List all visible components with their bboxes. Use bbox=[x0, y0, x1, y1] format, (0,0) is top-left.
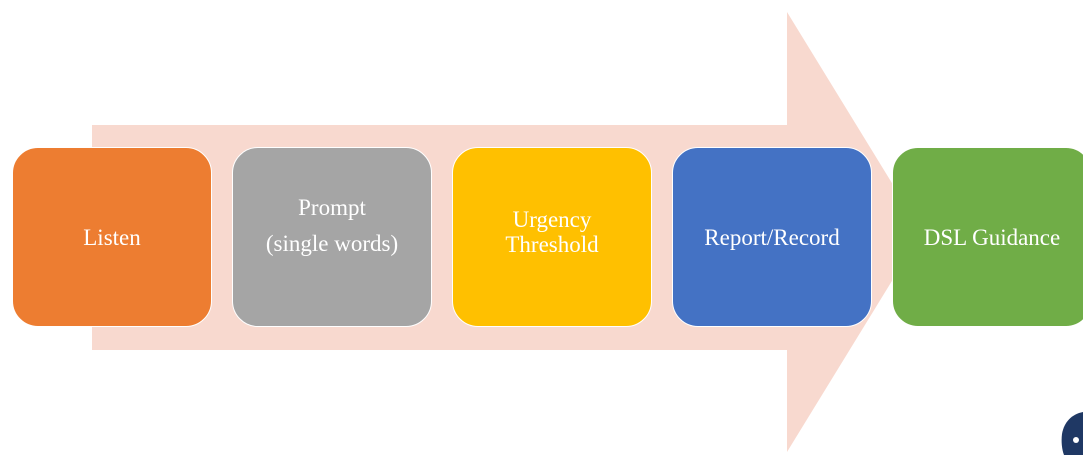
crest-logo-icon bbox=[1061, 412, 1083, 455]
step-dsl-guidance: DSL Guidance bbox=[892, 147, 1083, 327]
step-report-record: Report/Record bbox=[672, 147, 872, 327]
step-prompt: Prompt (single words) bbox=[232, 147, 432, 327]
step-label: Prompt (single words) bbox=[265, 195, 399, 256]
step-listen: Listen bbox=[12, 147, 212, 327]
step-label: Urgency Threshold bbox=[505, 207, 599, 257]
step-label: Report/Record bbox=[704, 224, 840, 250]
step-urgency-threshold: Urgency Threshold bbox=[452, 147, 652, 327]
step-label: DSL Guidance bbox=[923, 224, 1061, 250]
step-label: Listen bbox=[83, 224, 141, 250]
